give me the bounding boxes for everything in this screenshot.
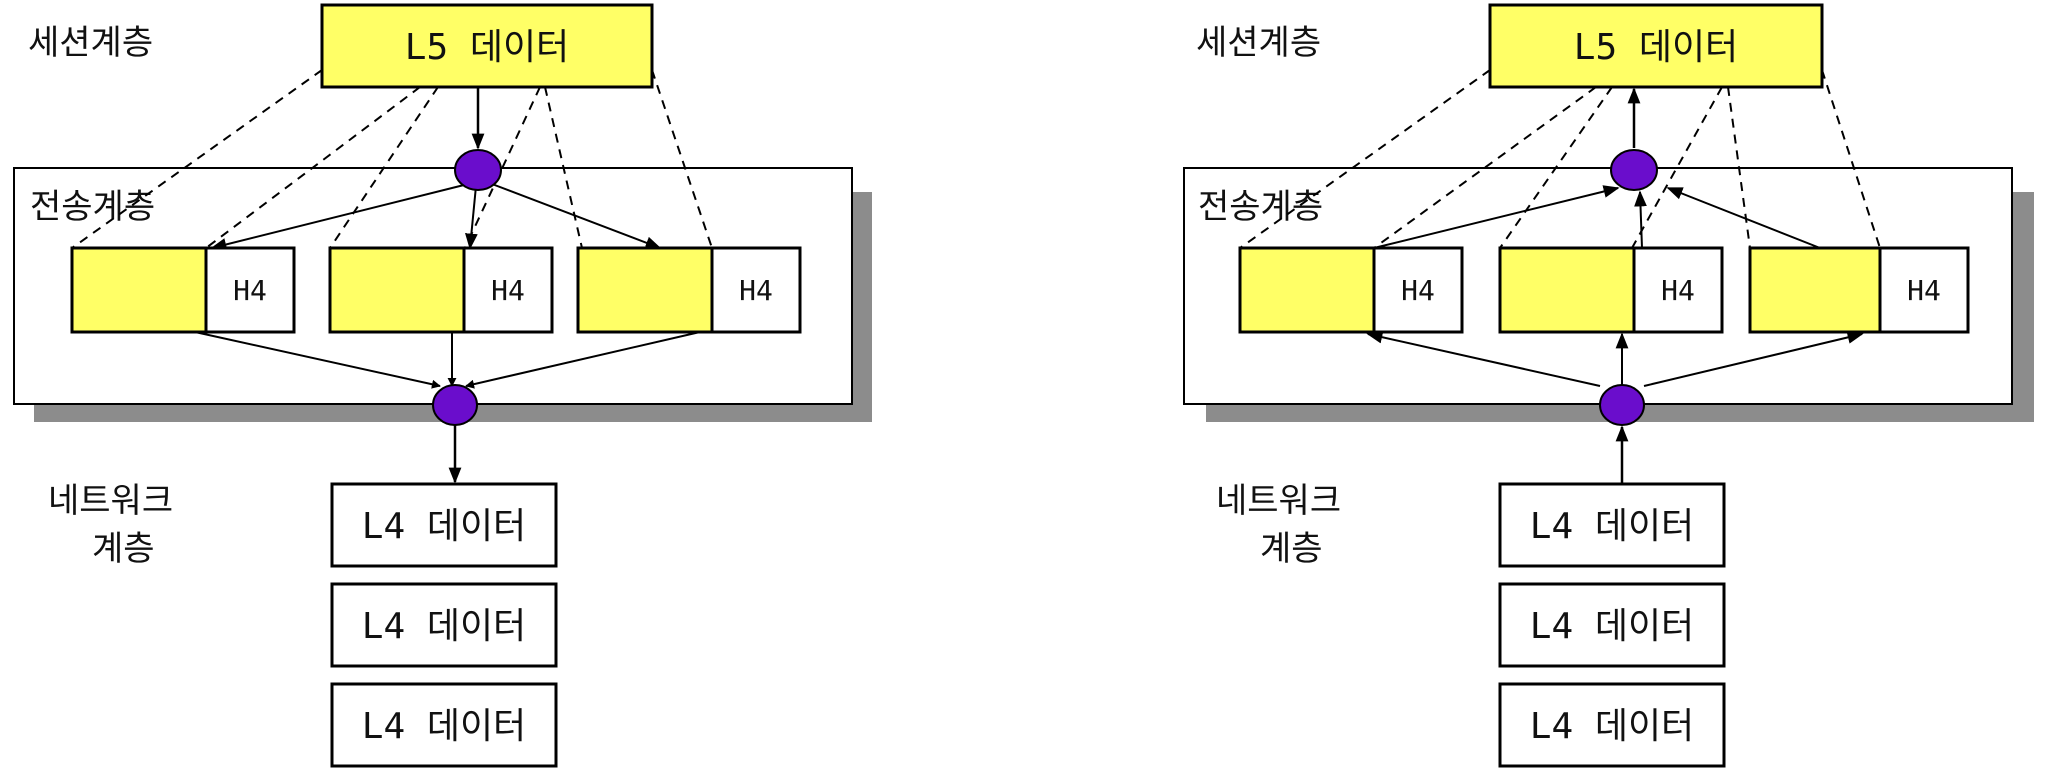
merge-node — [432, 384, 478, 426]
network-layer-label-line2: 계층 — [1260, 529, 1323, 569]
packet-label: L4 데이터 — [1530, 606, 1694, 647]
segment-header-label: H4 — [491, 274, 525, 307]
segment-header-label: H4 — [1661, 274, 1695, 307]
network-layer-label-line1: 네트워크 — [48, 481, 173, 521]
packet-label: L4 데이터 — [1530, 706, 1694, 747]
segment-header — [1632, 246, 1724, 334]
split-arrows — [210, 183, 662, 251]
packet-box — [330, 482, 558, 568]
segment-3: H4 — [576, 246, 802, 334]
segment-payload — [1748, 246, 1882, 334]
segment-payload — [1238, 246, 1376, 334]
session-layer-label: 세션계층 — [28, 23, 153, 63]
segment-payload — [1498, 246, 1636, 334]
session-data-label: L5 데이터 — [405, 27, 569, 68]
session-layer-label: 세션계층 — [1196, 23, 1321, 63]
session-data-box — [320, 3, 654, 89]
receive-node — [1599, 384, 1645, 426]
segment-header — [710, 246, 802, 334]
packet-list: L4 데이터 L4 데이터 L4 데이터 — [330, 482, 558, 768]
distribute-arrows — [1366, 330, 1864, 387]
packet-box — [330, 682, 558, 768]
segment-payload — [70, 246, 208, 334]
packet-box — [1498, 582, 1726, 668]
segment-correspondence-lines — [71, 69, 713, 249]
join-node — [1610, 149, 1658, 191]
reassembly-arrows — [1373, 185, 1821, 249]
segment-payload — [328, 246, 466, 334]
packet-box — [1498, 682, 1726, 768]
segment-header-label: H4 — [233, 274, 267, 307]
segment-header-label: H4 — [739, 274, 773, 307]
session-data-box — [1488, 3, 1824, 89]
segment-header — [462, 246, 554, 334]
transport-layer-label: 전송계층 — [1198, 187, 1323, 227]
segment-3: H4 — [1748, 246, 1970, 334]
packet-box — [1498, 482, 1726, 568]
segment-header — [1372, 246, 1464, 334]
segment-payload — [576, 246, 714, 334]
segment-correspondence-lines — [1239, 69, 1881, 249]
segment-header — [204, 246, 296, 334]
segment-1: H4 — [70, 246, 296, 334]
packet-label: L4 데이터 — [1530, 506, 1694, 547]
network-layer-label-line1: 네트워크 — [1216, 481, 1341, 521]
segment-header-label: H4 — [1907, 274, 1941, 307]
transport-layer-label: 전송계층 — [30, 187, 155, 227]
merge-lines — [194, 331, 701, 389]
packet-list: L4 데이터 L4 데이터 L4 데이터 — [1498, 482, 1726, 768]
network-layer-label-line2: 계층 — [92, 529, 155, 569]
segment-2: H4 — [328, 246, 554, 334]
segment-2: H4 — [1498, 246, 1724, 334]
segment-1: H4 — [1238, 246, 1464, 334]
session-data-label: L5 데이터 — [1574, 27, 1738, 68]
segment-header-label: H4 — [1401, 274, 1435, 307]
segment-header — [1878, 246, 1970, 334]
panel-receive: 세션계층 전송계층 L5 데이터 H4 — [1183, 3, 2034, 768]
packet-label: L4 데이터 — [362, 706, 526, 747]
packet-label: L4 데이터 — [362, 506, 526, 547]
split-node — [454, 149, 502, 191]
panel-send: 세션계층 전송계층 L5 데이터 — [13, 3, 872, 768]
packet-label: L4 데이터 — [362, 606, 526, 647]
packet-box — [330, 582, 558, 668]
